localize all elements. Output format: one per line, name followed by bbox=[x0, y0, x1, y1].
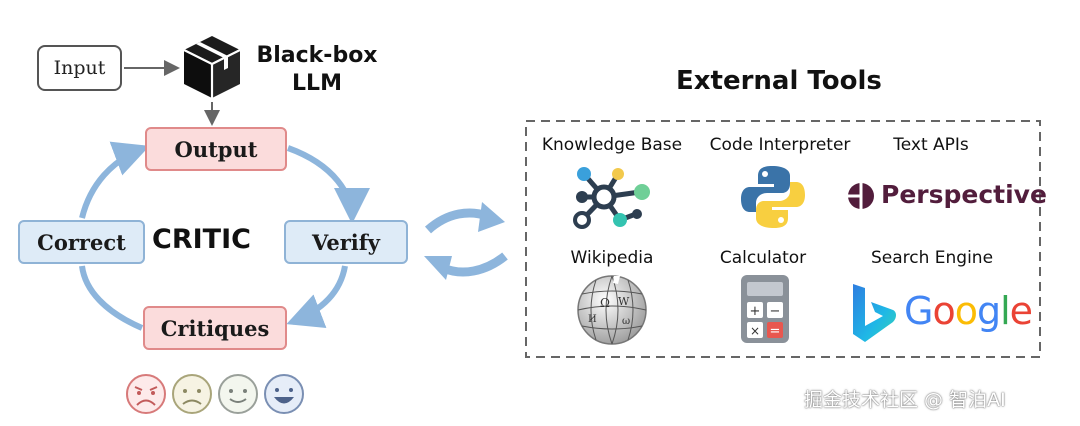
perspective-logo-text: Perspective bbox=[881, 180, 1047, 209]
perspective-logo-icon bbox=[848, 183, 874, 209]
calculator-icon: + − × = bbox=[741, 275, 789, 343]
knowledge-graph-icon bbox=[573, 167, 650, 229]
svg-text:=: = bbox=[770, 324, 781, 339]
output-box: Output bbox=[145, 127, 287, 171]
critiques-to-correct-arc bbox=[79, 265, 144, 331]
python-logo-icon bbox=[741, 166, 805, 228]
input-box: Input bbox=[37, 45, 122, 91]
svg-text:−: − bbox=[770, 304, 781, 319]
output-to-verify-arc bbox=[286, 145, 370, 224]
bing-logo-icon bbox=[853, 284, 896, 342]
svg-text:Ω: Ω bbox=[600, 296, 610, 310]
tool-text-apis-label: Text APIs bbox=[893, 135, 969, 155]
watermark: 掘金技术社区 @ 智泊AI bbox=[804, 389, 1006, 411]
llm-title: Black-box LLM bbox=[247, 42, 387, 98]
svg-text:И: И bbox=[588, 314, 597, 325]
google-letter-g2: g bbox=[976, 289, 1001, 333]
svg-text:W: W bbox=[618, 295, 630, 308]
verify-to-critiques-arc bbox=[286, 265, 348, 329]
google-logo: Google bbox=[904, 289, 1033, 333]
tool-knowledge-base-label: Knowledge Base bbox=[541, 135, 683, 155]
happy-face-icon bbox=[264, 374, 304, 414]
angry-face-icon bbox=[126, 374, 166, 414]
tools-panel-border bbox=[525, 120, 1041, 358]
critic-label: CRITIC bbox=[152, 224, 251, 255]
tool-code-interpreter-label: Code Interpreter bbox=[709, 135, 851, 155]
google-letter-e: e bbox=[1009, 289, 1033, 333]
correct-to-output-arc bbox=[79, 141, 150, 219]
svg-text:×: × bbox=[750, 324, 760, 338]
tool-search-engine-label: Search Engine bbox=[870, 248, 994, 268]
critiques-box: Critiques bbox=[143, 306, 287, 350]
tool-wikipedia-label: Wikipedia bbox=[570, 248, 654, 268]
wikipedia-globe-icon: Ω W И ω bbox=[577, 275, 647, 345]
tools-title: External Tools bbox=[676, 66, 882, 96]
sad-face-icon bbox=[172, 374, 212, 414]
google-letter-g: G bbox=[904, 289, 933, 333]
exchange-arrow-bottom bbox=[441, 252, 508, 277]
svg-text:ω: ω bbox=[622, 316, 630, 327]
neutral-face-icon bbox=[218, 374, 258, 414]
google-letter-o2: o bbox=[954, 289, 978, 333]
google-letter-o1: o bbox=[932, 289, 955, 333]
llm-title-line1: Black-box bbox=[256, 43, 378, 68]
cube-icon bbox=[183, 36, 241, 98]
llm-title-line2: LLM bbox=[292, 71, 342, 96]
svg-text:+: + bbox=[750, 304, 761, 319]
correct-box: Correct bbox=[18, 220, 145, 264]
verify-box: Verify bbox=[284, 220, 408, 264]
tool-calculator-label: Calculator bbox=[719, 248, 807, 268]
google-letter-l: l bbox=[1000, 289, 1011, 333]
